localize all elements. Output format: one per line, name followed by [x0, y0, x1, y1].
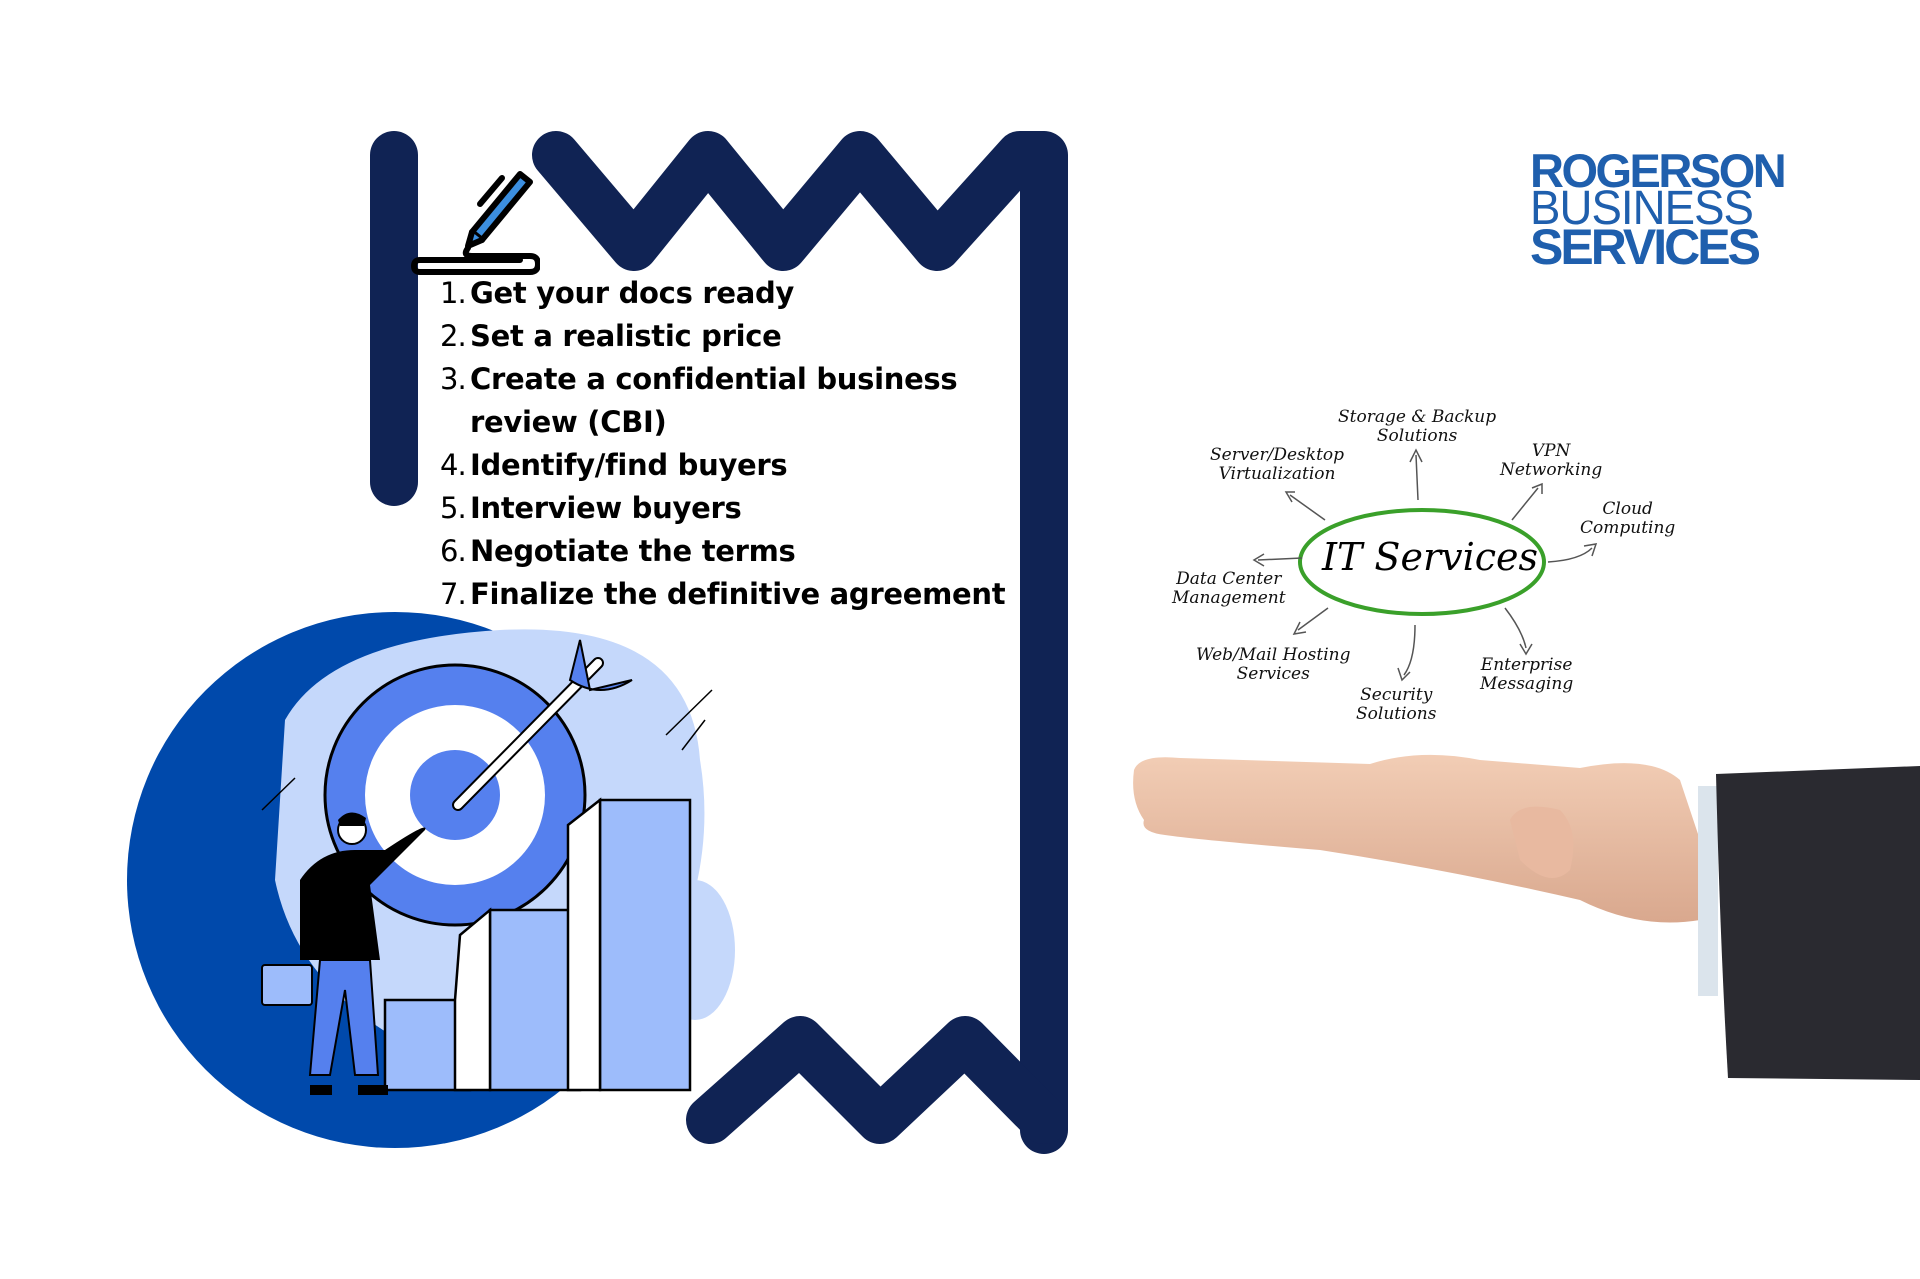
- step-number: 4.: [440, 448, 467, 482]
- businessman-figure: [261, 812, 426, 1095]
- step-text: Get your docs ready: [470, 276, 795, 310]
- suit-sleeve: [1716, 766, 1920, 1080]
- step-text: Interview buyers: [470, 491, 742, 525]
- label-server-virtualization: Server/Desktop Virtualization: [1210, 445, 1345, 484]
- step-number: 6.: [440, 534, 467, 568]
- label-vpn-networking: VPN Networking: [1500, 441, 1603, 480]
- step-number: 7.: [440, 577, 467, 611]
- label-storage-backup: Storage & Backup Solutions: [1338, 407, 1497, 446]
- label-enterprise-messaging: Enterprise Messaging: [1480, 655, 1574, 694]
- bar-chart: [383, 797, 692, 1092]
- step-number: 1.: [440, 276, 467, 310]
- label-web-mail-hosting: Web/Mail Hosting Services: [1196, 645, 1351, 684]
- step-item: 2.Set a realistic price: [440, 315, 1070, 358]
- label-cloud-computing: Cloud Computing: [1580, 499, 1676, 538]
- target-bullseye: [410, 750, 500, 840]
- step-item: 6.Negotiate the terms: [440, 530, 1070, 573]
- step-number: 5.: [440, 491, 467, 525]
- arrow-icons: [1252, 448, 1598, 682]
- frame-bottom-zigzag: [686, 1016, 1068, 1144]
- step-text: Negotiate the terms: [470, 534, 796, 568]
- step-text: Create a confidential business review (C…: [470, 362, 958, 439]
- logo-line-2: BUSINESS: [1530, 182, 1754, 235]
- step-item: 7.Finalize the definitive agreement: [440, 573, 1070, 616]
- label-data-center: Data Center Management: [1172, 569, 1286, 608]
- pen-signature-icon: [411, 171, 540, 275]
- company-logo: ROGERSON BUSINESS SERVICES: [1530, 144, 1800, 275]
- dart-icon: [452, 639, 633, 811]
- step-item: 1.Get your docs ready: [440, 272, 1070, 315]
- step-number: 3.: [440, 362, 467, 396]
- open-hand-photo: [1133, 754, 1920, 1080]
- it-services-diagram: IT Services Storage & Backup Solutions S…: [1160, 400, 1720, 740]
- step-item: 3.Create a confidential business review …: [440, 358, 1070, 444]
- step-text: Identify/find buyers: [470, 448, 788, 482]
- motion-lines: [261, 689, 713, 811]
- label-security: Security Solutions: [1356, 685, 1437, 724]
- diagram-arrows: [1252, 448, 1598, 682]
- frame-top-zigzag: [532, 131, 1068, 1154]
- logo-line-3: SERVICES: [1530, 219, 1761, 275]
- step-item: 5.Interview buyers: [440, 487, 1070, 530]
- steps-list: 1.Get your docs ready 2.Set a realistic …: [440, 272, 1070, 616]
- logo-line-1: ROGERSON: [1530, 144, 1787, 197]
- it-services-title: IT Services: [1322, 535, 1539, 579]
- step-item: 4.Identify/find buyers: [440, 444, 1070, 487]
- step-number: 2.: [440, 319, 467, 353]
- briefcase-icon: [261, 964, 313, 1006]
- it-services-ellipse: [1298, 508, 1546, 616]
- step-text: Set a realistic price: [470, 319, 782, 353]
- step-text: Finalize the definitive agreement: [470, 577, 1006, 611]
